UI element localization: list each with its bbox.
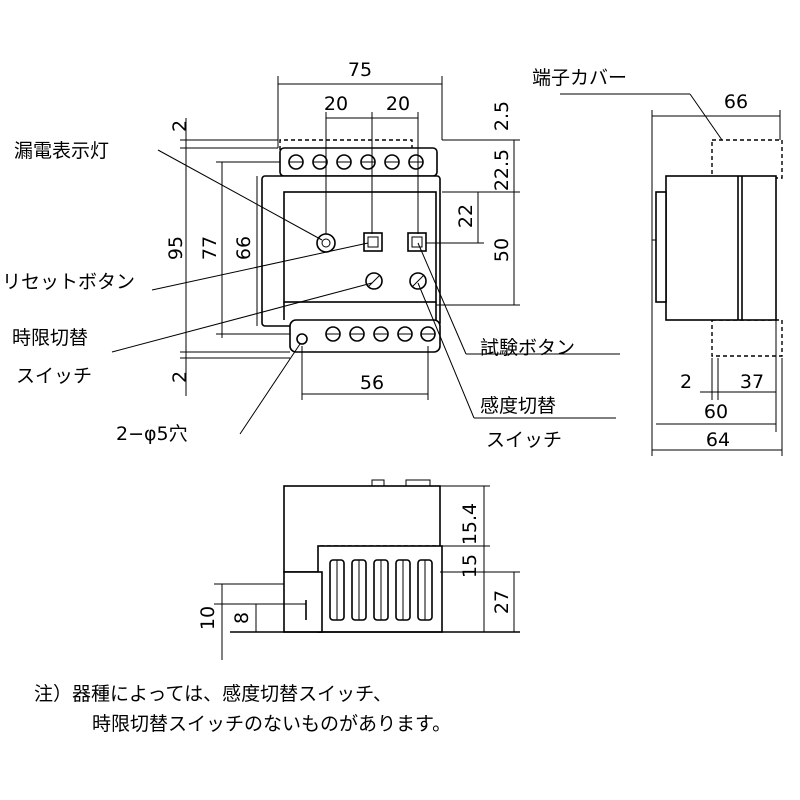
reset-button xyxy=(363,232,383,252)
dim-66-side: 66 xyxy=(724,91,748,113)
top-terminal-screws xyxy=(288,154,424,170)
terminal-blades xyxy=(329,559,433,621)
note-line-2: 時限切替スイッチのないものがあります。 xyxy=(92,713,451,735)
label-holes: 2−φ5穴 xyxy=(116,423,188,445)
label-reset-button: リセットボタン xyxy=(2,271,135,293)
dim-2-top: 2 xyxy=(169,120,191,132)
dim-64: 64 xyxy=(706,429,730,451)
label-terminal-cover: 端子カバー xyxy=(532,67,627,89)
dim-75: 75 xyxy=(348,59,372,81)
dim-22-5: 22.5 xyxy=(491,149,513,191)
front-view xyxy=(111,76,620,435)
label-sens-switch-2: スイッチ xyxy=(486,429,562,451)
dim-2-side: 2 xyxy=(680,371,692,393)
bottom-terminal-screws xyxy=(325,326,436,342)
dim-22: 22 xyxy=(455,204,477,228)
dim-8: 8 xyxy=(231,612,253,624)
sensitivity-switch xyxy=(409,272,427,290)
note-line-1: 注）器種によっては、感度切替スイッチ、 xyxy=(34,683,392,705)
dim-77: 77 xyxy=(199,236,221,260)
dim-60: 60 xyxy=(704,401,728,423)
label-time-switch-1: 時限切替 xyxy=(12,327,88,349)
time-switch xyxy=(365,272,383,290)
dim-15-4: 15.4 xyxy=(459,503,481,545)
dim-20-right: 20 xyxy=(386,93,410,115)
test-button xyxy=(407,232,427,252)
label-sens-switch-1: 感度切替 xyxy=(480,395,556,417)
dim-2-bottom: 2 xyxy=(169,371,191,383)
label-test-button: 試験ボタン xyxy=(480,337,575,359)
dim-2-5: 2.5 xyxy=(491,101,513,131)
dim-37: 37 xyxy=(740,371,764,393)
dim-27: 27 xyxy=(491,590,513,614)
dim-95: 95 xyxy=(165,236,187,260)
bottom-view xyxy=(214,479,520,660)
dim-56: 56 xyxy=(360,372,384,394)
dim-15: 15 xyxy=(459,554,481,578)
dim-20-left: 20 xyxy=(324,93,348,115)
mounting-hole xyxy=(296,333,308,345)
label-time-switch-2: スイッチ xyxy=(16,365,92,387)
side-view xyxy=(560,93,783,456)
dim-66-front: 66 xyxy=(233,236,255,260)
dim-50: 50 xyxy=(491,238,513,262)
dim-10: 10 xyxy=(197,606,219,630)
label-leak-lamp: 漏電表示灯 xyxy=(14,140,109,162)
